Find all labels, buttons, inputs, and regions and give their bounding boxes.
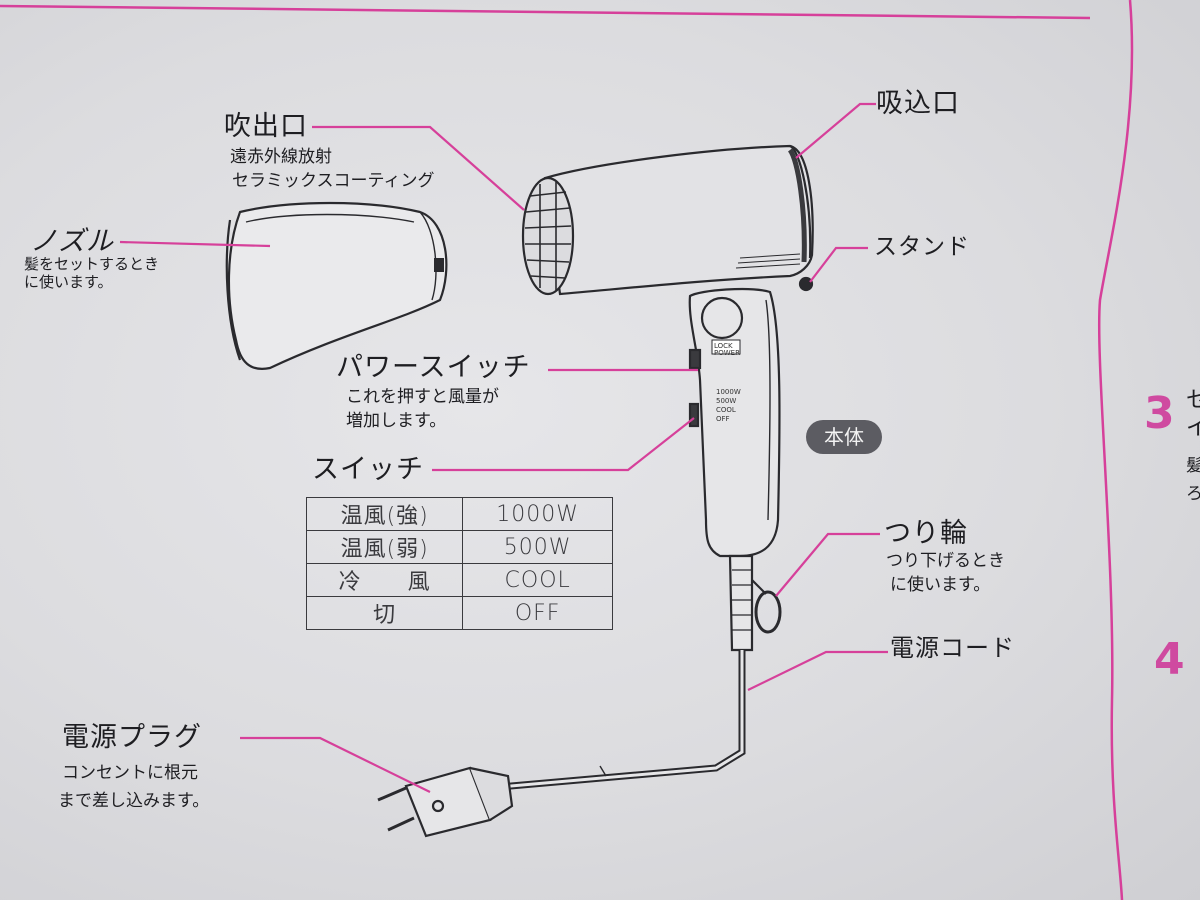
stand-title: スタンド [874, 234, 970, 260]
table-row: 切 OFF [305, 596, 613, 630]
nozzle-title: ノズル [30, 226, 114, 257]
page-border [0, 0, 1134, 900]
power-cord-title: 電源コード [890, 634, 1015, 662]
step-3-text-1: セ [1186, 388, 1200, 413]
handle-500w-label: 500W [716, 397, 737, 405]
handle-cool-label: COOL [716, 406, 736, 414]
inlet-title: 吸込口 [876, 88, 960, 119]
table-cell-mode: 温風(強) [305, 497, 464, 531]
table-row: 温風(弱) 500W [305, 530, 613, 564]
outlet-desc-1: 遠赤外線放射 [230, 147, 332, 167]
outlet-title: 吹出口 [224, 111, 308, 142]
power-switch-title: パワースイッチ [336, 352, 531, 383]
outlet-desc-2: セラミックスコーティング [232, 171, 435, 191]
nozzle-desc-1: 髪をセットするとき [24, 255, 160, 273]
body-badge: 本体 [806, 420, 882, 454]
step-3-text-3: 髪 [1186, 456, 1200, 476]
table-cell-mode: 冷 風 [305, 563, 464, 597]
step-3-number: 3 [1144, 388, 1175, 439]
power-plug-desc-1: コンセントに根元 [62, 763, 198, 783]
switch-title: スイッチ [312, 454, 424, 485]
step-3-text-2: イ [1186, 416, 1200, 441]
table-row: 温風(強) 1000W [305, 497, 613, 531]
handle-1000w-label: 1000W [716, 388, 741, 396]
table-cell-value: 500W [462, 530, 613, 564]
step-4-number: 4 [1154, 634, 1185, 685]
table-cell-value: COOL [462, 563, 613, 597]
power-switch-desc-2: 増加します。 [346, 411, 447, 431]
leader-lines [119, 102, 888, 793]
power-plug-title: 電源プラグ [62, 722, 202, 753]
power-plug-desc-2: まで差し込みます。 [58, 791, 210, 811]
table-cell-value: OFF [462, 596, 613, 630]
handle-power-label: POWER [714, 349, 740, 357]
power-switch-desc-1: これを押すと風量が [346, 387, 499, 407]
step-3-text-4: ろ [1186, 484, 1200, 504]
hang-ring-desc-1: つり下げるとき [886, 551, 1005, 571]
hang-ring-desc-2: に使います。 [890, 575, 991, 595]
handle-off-label: OFF [716, 415, 730, 423]
nozzle-drawing [225, 201, 448, 370]
hang-ring-title: つり輪 [884, 518, 968, 549]
table-row: 冷 風 COOL [305, 563, 613, 597]
nozzle-desc-2: に使います。 [24, 273, 113, 291]
table-cell-value: 1000W [462, 497, 613, 531]
dryer-drawing [377, 144, 814, 838]
handle-lock-label: LOCK [714, 342, 733, 350]
table-cell-mode: 切 [305, 596, 464, 630]
table-cell-mode: 温風(弱) [305, 530, 464, 564]
switch-settings-table: 温風(強) 1000W 温風(弱) 500W 冷 風 COOL 切 OFF [305, 497, 613, 630]
